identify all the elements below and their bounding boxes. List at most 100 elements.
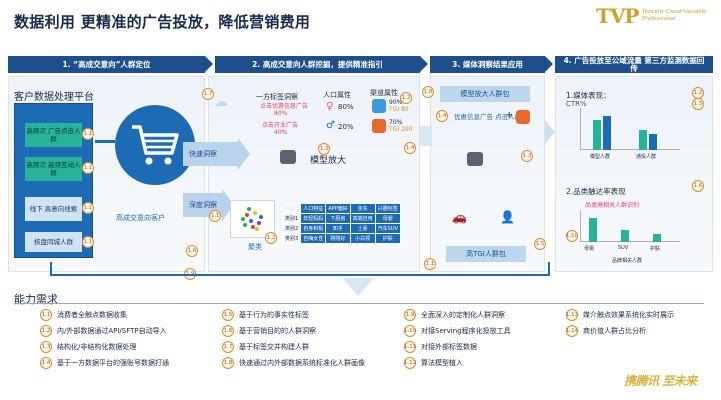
- table-cell: 知乎: [325, 223, 351, 234]
- media-performance-title: 1.媒体表现：: [566, 91, 611, 100]
- badge: 1.2: [265, 232, 277, 244]
- segment-offline-leads: 线下 高意向线索: [25, 197, 82, 221]
- bar: [639, 130, 647, 150]
- model-expand-label: 模型放大: [310, 156, 347, 166]
- capability-text: 全面深入的定制化人群洞察: [421, 311, 505, 319]
- badge: 1.10: [566, 230, 578, 242]
- population-pct-1: 80%: [338, 103, 354, 111]
- arrow-right-icon: [238, 138, 250, 170]
- cloud-icon: ☁: [214, 94, 228, 110]
- table-row: 人口特征 APP偏好 京东 兴趣标签: [281, 203, 401, 214]
- divider: [14, 303, 704, 304]
- table-cell: 土豪: [349, 223, 376, 234]
- section-header-4: 4. 广告投放至公域流量 第三方监测数据回传: [555, 56, 713, 73]
- badge: 1.10: [404, 325, 416, 337]
- table-row: 类别2 自身积极 知乎 土豪 汽车SUV: [281, 223, 401, 234]
- table-cell: 护肤: [374, 233, 401, 244]
- capability-text: 内/外部数据通过API/SFTP自动导入: [57, 327, 167, 335]
- badge: 1.4: [40, 357, 52, 369]
- shopping-cart-icon: [132, 125, 179, 165]
- capability-item: 1.2 内/外部数据通过API/SFTP自动导入: [40, 325, 167, 337]
- channel-tgi-1: TGI 80: [389, 106, 409, 113]
- category-reach-title: 2.品类触达率表现: [566, 187, 626, 196]
- badge: 1.1: [82, 202, 94, 214]
- badge: 1.7: [222, 341, 234, 353]
- tag-insight-note-1: 点击优惠信息广告: [260, 103, 309, 110]
- bar: [593, 120, 601, 150]
- badge: 1.1: [82, 128, 94, 140]
- category-chart: [580, 210, 680, 242]
- female-icon: ♀: [326, 101, 334, 112]
- table-cell: 下厨房: [325, 213, 351, 224]
- logo-brand: TVP: [596, 4, 639, 28]
- table-cell: 京东: [349, 203, 376, 214]
- channel-pct-2: 70%: [389, 119, 403, 126]
- badge: 1.4: [436, 110, 448, 122]
- table-cell: 高端自用: [349, 213, 376, 224]
- tag-insight-pct-2: 40%: [274, 129, 288, 136]
- capability-text: 对接Serving程序化投放工具: [421, 327, 511, 335]
- badge: 1.5: [222, 309, 234, 321]
- bar: [589, 218, 597, 242]
- capability-text: 基于标签交并构建人群: [239, 343, 309, 351]
- scatter-plot-icon: [241, 207, 263, 231]
- arrow-down-icon: [342, 278, 374, 296]
- badge: 1.14: [566, 325, 578, 337]
- badge: 1.11: [404, 341, 416, 353]
- badge: 1.1: [424, 258, 436, 270]
- badge: 1.2: [40, 325, 52, 337]
- customer-platform-title: 客户数据处理平台: [14, 92, 94, 103]
- capability-text: 基于一方数据平台的强账号数据打通: [57, 359, 169, 367]
- section-header-1: 1. “高成交意向”人群定位: [8, 56, 205, 73]
- cluster-label: 聚类: [248, 243, 262, 251]
- cart-label: 高成交意向客户: [116, 214, 165, 222]
- male-icon: ♂: [326, 120, 335, 131]
- category-legend: 品牌相关人群: [612, 258, 643, 264]
- badge: 1.12: [404, 357, 416, 369]
- badge: 1.1: [40, 309, 52, 321]
- table-cell: 兴趣标签: [374, 203, 401, 214]
- logo-tagline: Tencent Cloud Valuable Professional: [642, 9, 707, 22]
- cluster-table: 人口特征 APP偏好 京东 兴趣标签 类别1 年轻妈妈 下厨房 高端自用 母婴 …: [281, 203, 401, 244]
- badge: 1.1: [82, 236, 94, 248]
- table-cell: 类别2: [281, 223, 302, 234]
- bar: [603, 116, 611, 150]
- shopping-cart-circle: [115, 105, 195, 185]
- slogan: 携腾讯 至未来: [624, 374, 697, 388]
- table-row: 类别3 自嗨女性 刚刚好 小白领 护肤: [281, 233, 401, 244]
- ctr-label: CTR%: [566, 100, 587, 108]
- table-cell: [281, 203, 302, 214]
- capability-text: 媒介触点效果系统化实时展示: [583, 311, 674, 319]
- segment-ad-click: 高频次 广告点击人群: [25, 123, 82, 147]
- population-title: 人口属性: [323, 91, 351, 99]
- table-cell: 汽车SUV: [374, 223, 401, 234]
- bar: [649, 134, 657, 150]
- category-reach-sub: 品类高相关人群识别: [585, 202, 640, 209]
- connector-arrow: [95, 140, 115, 143]
- feedback-line: [548, 262, 550, 276]
- capability-item: 1.4 基于一方数据平台的强账号数据打通: [40, 357, 169, 369]
- panel-4: [555, 76, 713, 272]
- capability-text: 结构化/非结构化数据处理: [57, 343, 137, 351]
- ctr-legend-1: 模型人群: [590, 154, 611, 160]
- page-title: 数据利用 更精准的广告投放，降低营销费用: [14, 13, 311, 31]
- channel-title: 渠道属性: [370, 89, 398, 97]
- channel-tgi-2: TGI 200: [389, 126, 413, 133]
- table-cell: 母婴: [374, 213, 401, 224]
- feedback-line: [50, 274, 550, 276]
- panel-3: [430, 76, 545, 272]
- section-header-3: 3. 媒体洞察结果应用: [430, 56, 545, 73]
- feedback-line: [50, 262, 52, 276]
- table-cell: 人口特征: [300, 203, 327, 214]
- robot-icon: [467, 152, 483, 166]
- badge: 1.4: [404, 142, 416, 154]
- channel-pct-1: 90%: [389, 99, 403, 106]
- bar-label: 护肤: [650, 246, 661, 252]
